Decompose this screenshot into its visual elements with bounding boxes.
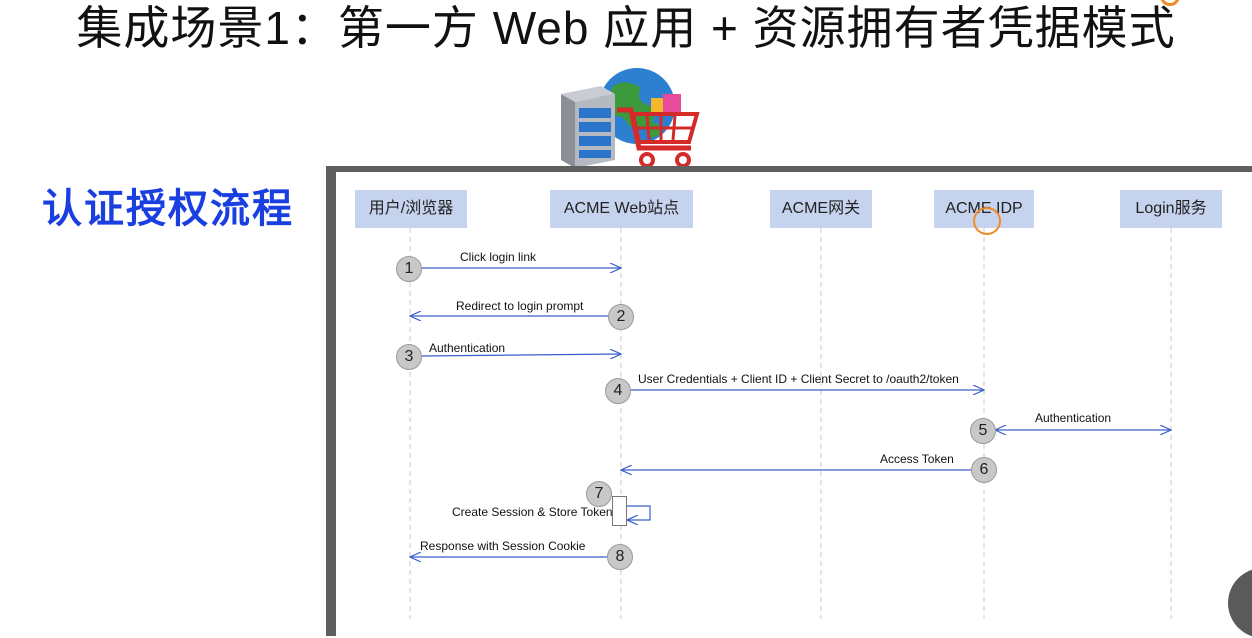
activation-bar [612, 496, 627, 526]
message-label-3: Authentication [429, 341, 506, 355]
step-badge-5: 5 [970, 418, 996, 444]
step-badge-7: 7 [586, 481, 612, 507]
step-badge-1: 1 [396, 256, 422, 282]
message-label-4: User Credentials + Client ID + Client Se… [638, 372, 959, 386]
message-label-2: Redirect to login prompt [456, 299, 584, 313]
step-badge-3: 3 [396, 344, 422, 370]
step-badge-6: 6 [971, 457, 997, 483]
step-badge-4: 4 [605, 378, 631, 404]
message-arrow-3 [421, 354, 621, 356]
lifeline-gateway: ACME网关 [770, 190, 872, 228]
cursor-highlight-ring [973, 207, 1001, 235]
step-badge-8: 8 [607, 544, 633, 570]
slide-title: 集成场景1：第一方 Web 应用 + 资源拥有者凭据模式 [76, 2, 1176, 54]
message-label-6: Access Token [880, 452, 954, 466]
message-label-5: Authentication [1035, 411, 1112, 425]
lifeline-web: ACME Web站点 [550, 190, 693, 228]
illustration [561, 68, 700, 168]
message-arrow-7 [626, 505, 651, 520]
shopping-cart-icon [617, 94, 700, 168]
sequence-diagram-panel [326, 166, 1252, 636]
server-icon [561, 86, 615, 168]
step-badge-2: 2 [608, 304, 634, 330]
message-label-1: Click login link [460, 250, 537, 264]
message-label-8: Response with Session Cookie [420, 539, 586, 553]
lifeline-login: Login服务 [1120, 190, 1222, 228]
globe-icon [599, 68, 675, 144]
flow-heading: 认证授权流程 [42, 187, 294, 231]
sequence-lines [0, 228, 1252, 619]
lifeline-browser: 用户/浏览器 [355, 190, 467, 228]
message-label-7: Create Session & Store Token [452, 505, 613, 519]
